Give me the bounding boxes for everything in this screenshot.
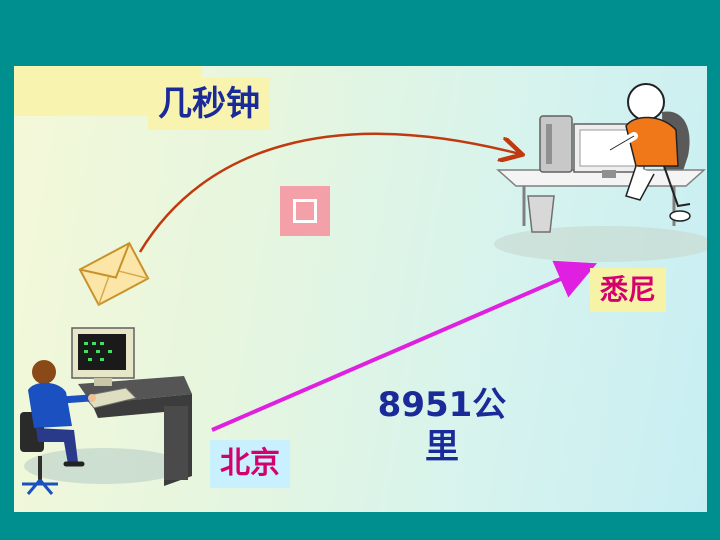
slide-canvas: 几秒钟 悉尼 8951公里 北京 (14, 66, 707, 512)
illustration-layer (20, 83, 707, 495)
envelope-icon (78, 241, 150, 307)
email-path-arrow (138, 132, 520, 253)
person-at-computer-icon (20, 327, 192, 495)
distance-label: 8951公里 (377, 385, 507, 467)
beijing-label: 北京 (210, 440, 290, 488)
sydney-label: 悉尼 (590, 268, 667, 312)
placeholder-square-frame (280, 186, 330, 236)
distance-arrow (211, 260, 598, 432)
cartoon-person-at-computer-icon (494, 83, 707, 262)
seconds-label: 几秒钟 (148, 78, 270, 130)
square-icon (293, 199, 317, 223)
